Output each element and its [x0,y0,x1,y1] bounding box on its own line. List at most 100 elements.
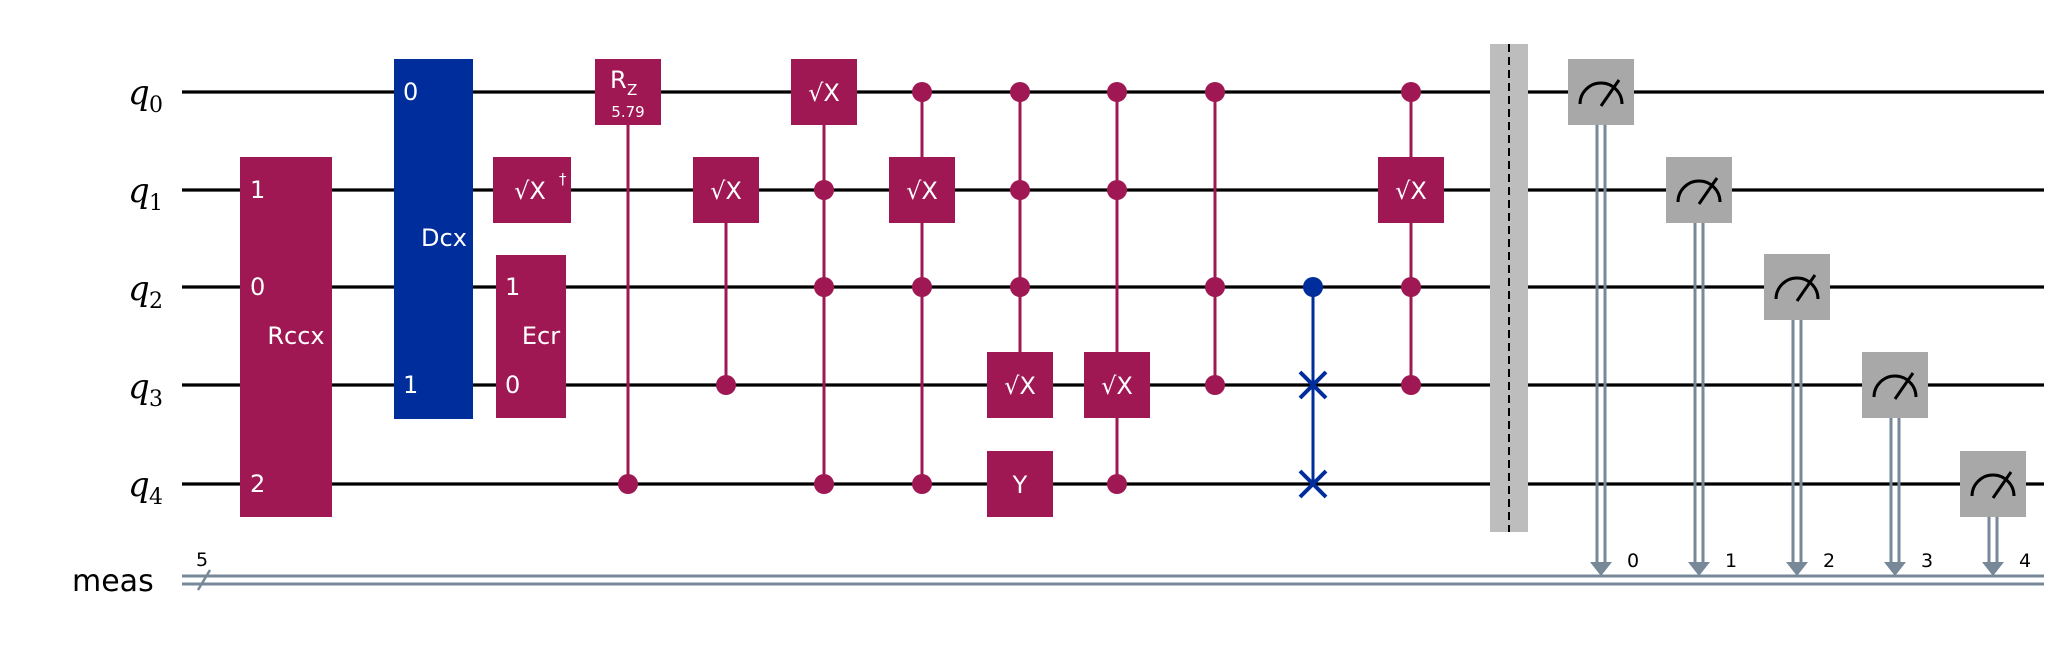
control-dot [1401,375,1421,395]
ecr-pin-q3: 0 [505,371,520,399]
rccx-pin-q2: 0 [250,273,265,301]
dcx-pin-q3: 1 [403,371,418,399]
control-dot [912,277,932,297]
meter-needle-icon [1893,372,1915,400]
measure-bit-label: 0 [1627,550,1639,572]
svg-text:1: 1 [149,191,163,216]
svg-text:q: q [128,171,150,211]
control-dot [1107,82,1127,102]
barrier [1490,44,1528,532]
dcx-label: Dcx [421,224,467,252]
rccx-box [240,157,332,517]
measurement-q4: 4 [1960,451,2031,576]
measure-bit-label: 2 [1823,550,1835,572]
sxdg-dagger: † [559,170,567,188]
ecr-box [496,255,566,418]
y-gate: Y [987,451,1053,517]
control-dot [1010,180,1030,200]
rz-label: R [610,66,627,94]
meter-icon [1872,374,1918,398]
control-dot [1107,474,1127,494]
cswap-gate [1298,277,1328,499]
measurement-q0: 0 [1568,59,1639,576]
register-size: 5 [196,549,208,571]
mcsx-gate-4: √X [1084,82,1150,494]
swap-x-q3 [1298,370,1328,400]
sx-label: √X [808,79,840,107]
sxdg-box [493,157,571,223]
measure-arrow [1786,562,1808,576]
qubit-label-q1: q 1 [128,171,163,216]
mcsx-gate-1: √X [791,59,857,494]
control-dot [912,474,932,494]
measure-bit-label: 3 [1921,550,1933,572]
control-dot [1107,180,1127,200]
meter-needle-icon [1795,274,1817,302]
sx-label: √X [1395,177,1427,205]
control-dot [1205,277,1225,297]
ecr-label: Ecr [522,322,560,350]
measure-box [1862,352,1928,418]
rccx-label: Rccx [267,322,324,350]
svg-text:0: 0 [149,93,163,118]
meter-icon [1774,276,1820,300]
sx-label: √X [1101,372,1133,400]
mcsx-gate-2: √X [889,82,955,494]
multi-cz-gate [1205,82,1225,395]
crz-gate: R Z 5.79 [595,59,661,494]
sx-box [987,352,1053,418]
control-dot [814,277,834,297]
measure-arrow [1688,562,1710,576]
dcx-box [394,59,473,419]
measure-box [1568,59,1634,125]
svg-text:3: 3 [149,387,163,412]
classical-register: meas 5 [72,549,2044,599]
measure-box [1764,254,1830,320]
measure-bit-label: 1 [1725,550,1737,572]
qubit-label-q4: q 4 [128,465,163,510]
control-dot [1010,277,1030,297]
classical-register-label: meas [72,564,154,599]
bus-slash [196,569,212,591]
control-dot [1401,277,1421,297]
sx-label: √X [710,177,742,205]
swap-x-q4 [1298,469,1328,499]
rccx-pin-q4: 2 [250,470,265,498]
measure-box [1960,451,2026,517]
ecr-pin-q2: 1 [505,273,520,301]
qubit-label-q3: q 3 [128,367,163,412]
svg-text:2: 2 [149,289,163,314]
sx-label: √X [1004,372,1036,400]
meter-needle-icon [1991,471,2013,499]
meter-icon [1578,81,1624,105]
rz-box [595,59,661,125]
rz-param: 5.79 [611,103,644,121]
qubit-label-q0: q 0 [128,73,163,118]
sx-label: √X [906,177,938,205]
sx-box [1084,352,1150,418]
rz-subscript: Z [627,81,637,99]
meter-needle-icon [1697,177,1719,205]
control-dot [814,474,834,494]
svg-text:q: q [128,465,150,505]
barrier-band [1490,44,1528,532]
svg-text:q: q [128,269,150,309]
dcx-pin-q0: 0 [403,78,418,106]
measure-bit-label: 4 [2019,550,2031,572]
svg-text:4: 4 [149,485,163,510]
rccx-pin-q1: 1 [250,176,265,204]
sx-box [791,59,857,125]
y-box [987,451,1053,517]
sx-box [889,157,955,223]
measurement-q2: 2 [1764,254,1835,576]
rccx-gate: 1 0 2 Rccx [240,157,332,517]
control-dot [814,180,834,200]
measure-arrow [1590,562,1612,576]
control-dot [1401,82,1421,102]
measure-arrow [1982,562,2004,576]
mcsx-gate-5: √X [1378,82,1444,395]
measurement-q3: 3 [1862,352,1933,576]
sxdg-label: √X [514,177,546,205]
svg-text:q: q [128,73,150,113]
